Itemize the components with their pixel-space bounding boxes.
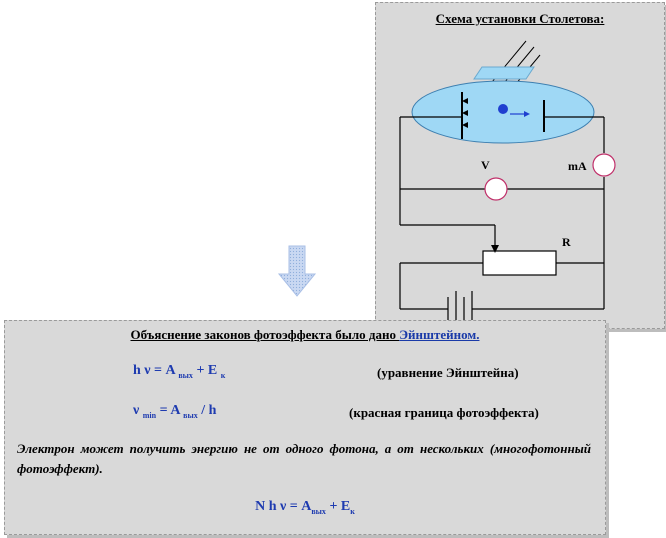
resistor-label: R <box>562 235 571 249</box>
formula2-sub1: min <box>142 410 157 420</box>
formula1-left: h ν = A <box>133 363 179 378</box>
formula2-sub2: вых <box>183 410 198 420</box>
formula1-sub2: к <box>220 370 226 380</box>
resistor <box>482 250 557 276</box>
ammeter <box>592 153 616 177</box>
formula2-left: ν <box>133 403 143 418</box>
formula3-mid: + E <box>325 499 351 514</box>
electron-arrow-head <box>524 111 530 117</box>
red-limit-equation: ν min = A вых / h <box>133 403 216 420</box>
einstein-equation: h ν = A вых + E к <box>133 363 225 380</box>
einstein-explanation-panel: Объяснение законов фотоэффекта было дано… <box>4 320 606 535</box>
explanation-title: Объяснение законов фотоэффекта было дано… <box>5 327 605 343</box>
formula3-sub2: к <box>350 506 355 516</box>
voltmeter <box>484 177 508 201</box>
formula2-mid: = A <box>156 403 184 418</box>
cathode-arrows <box>462 98 468 128</box>
multiphoton-paragraph: Электрон может получить энергию не от од… <box>17 441 591 476</box>
multiphoton-equation: N h ν = Aвых + Eк <box>5 499 605 516</box>
stoletov-circuit-diagram: V mA R <box>399 40 616 327</box>
stoletov-scheme-panel: Схема установки Столетова: <box>375 2 665 329</box>
ammeter-label: mA <box>568 159 587 173</box>
formula3-sub1: вых <box>311 506 326 516</box>
circuit-wires <box>399 116 605 310</box>
formula1-sub1: вых <box>178 370 193 380</box>
explanation-title-text: Объяснение законов фотоэффекта было дано <box>130 327 400 342</box>
formula1-mid: + E <box>192 363 221 378</box>
quartz-window <box>473 66 535 80</box>
formula3-left: N h ν = A <box>255 499 312 514</box>
red-limit-note: (красная граница фотоэффекта) <box>349 405 539 420</box>
formula2-tail: / h <box>197 403 217 418</box>
electron <box>498 104 508 114</box>
down-arrow-icon <box>277 245 317 297</box>
rheostat-slider-arrow <box>491 245 499 253</box>
scheme-title: Схема установки Столетова: <box>435 11 605 26</box>
einstein-link[interactable]: Эйнштейном. <box>399 327 480 342</box>
voltmeter-label: V <box>481 158 490 172</box>
einstein-equation-note: (уравнение Эйнштейна) <box>377 365 519 380</box>
